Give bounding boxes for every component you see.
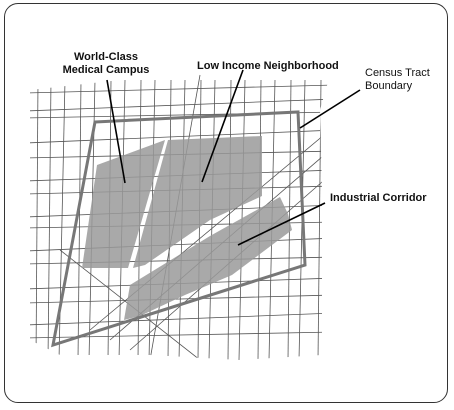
street-line bbox=[58, 79, 66, 360]
street-line bbox=[35, 79, 39, 360]
census-tract-label-line1: Census Tract bbox=[365, 67, 430, 79]
census-tract-boundary bbox=[51, 110, 307, 348]
industrial-corridor-label: Industrial Corridor bbox=[330, 192, 427, 204]
street-line bbox=[30, 129, 330, 144]
street-line bbox=[30, 237, 330, 252]
census-tract-label-line2: Boundary bbox=[365, 80, 413, 92]
medical-campus-area bbox=[82, 140, 165, 268]
street-line bbox=[208, 79, 216, 360]
medical-campus-leader bbox=[106, 79, 126, 184]
street-line bbox=[227, 79, 232, 360]
medical-campus-label: World-Class Medical Campus bbox=[56, 51, 156, 77]
low-income-leader bbox=[201, 69, 244, 183]
industrial-corridor-area bbox=[124, 197, 292, 320]
street-line bbox=[317, 79, 322, 360]
census-tract-leader bbox=[299, 89, 361, 129]
street-line bbox=[47, 79, 52, 360]
street-line bbox=[30, 84, 330, 94]
industrial-leader bbox=[237, 202, 326, 246]
medical-campus-label-line1: World-Class bbox=[74, 51, 138, 63]
low-income-area bbox=[133, 136, 262, 268]
street-line bbox=[77, 79, 82, 360]
medical-campus-label-line2: Medical Campus bbox=[62, 64, 150, 76]
low-income-label: Low Income Neighborhood bbox=[197, 60, 339, 72]
census-tract-label: Census Tract Boundary bbox=[365, 67, 430, 93]
street-line bbox=[30, 98, 330, 112]
